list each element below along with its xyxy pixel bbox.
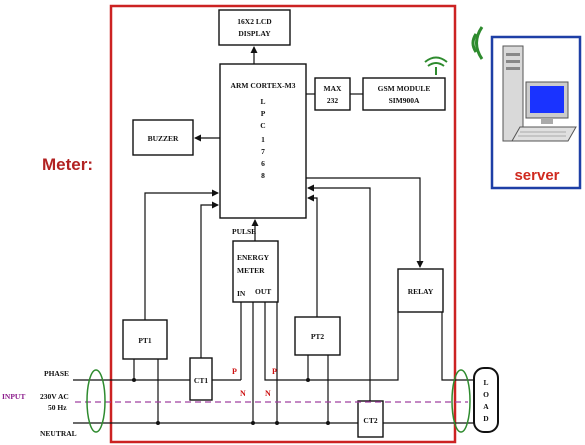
gsm-label-1: GSM MODULE bbox=[378, 84, 431, 93]
server-label: server bbox=[514, 167, 559, 184]
lpc-digit-3: 6 bbox=[261, 159, 265, 168]
input-ellipse bbox=[86, 369, 106, 433]
computer-icon bbox=[502, 45, 577, 142]
meter-enclosure bbox=[109, 4, 457, 444]
gsm-antenna-icon bbox=[424, 56, 448, 75]
max-label-1: MAX bbox=[324, 84, 342, 93]
load-letter-3: A bbox=[483, 402, 489, 411]
max-label-2: 232 bbox=[327, 96, 339, 105]
lcd-label-2: DISPLAY bbox=[238, 29, 271, 38]
buzzer-label: BUZZER bbox=[148, 134, 179, 143]
phase-tag-1: P bbox=[232, 367, 237, 376]
pt2-label: PT2 bbox=[311, 332, 325, 341]
load-ellipse bbox=[451, 369, 471, 433]
gsm-label-2: SIM900A bbox=[389, 96, 420, 105]
load-letter-4: D bbox=[483, 414, 489, 423]
buzzer-block bbox=[132, 119, 194, 156]
lcd-label-1: 16X2 LCD bbox=[237, 17, 272, 26]
lpc-letter-1: L bbox=[260, 97, 265, 106]
phase-label: PHASE bbox=[44, 369, 69, 378]
server-panel: server bbox=[490, 35, 582, 190]
ct2-block bbox=[357, 400, 384, 438]
pt2-block bbox=[294, 316, 341, 356]
lcd-display-block bbox=[218, 9, 291, 46]
neutral-tag-1: N bbox=[240, 389, 246, 398]
energy-meter-block bbox=[232, 240, 279, 303]
load-block bbox=[473, 367, 499, 433]
phase-tag-2: P bbox=[272, 367, 277, 376]
pulse-label: PULSE bbox=[232, 227, 256, 236]
max232-block bbox=[314, 77, 351, 111]
arm-controller-block bbox=[219, 63, 307, 219]
pt1-label: PT1 bbox=[138, 336, 152, 345]
ct1-label: CT1 bbox=[194, 376, 208, 385]
load-letter-1: L bbox=[483, 378, 488, 387]
energy-out-label: OUT bbox=[255, 287, 271, 296]
energy-label-2: METER bbox=[237, 266, 265, 275]
neutral-label: NEUTRAL bbox=[40, 429, 77, 438]
pt1-block bbox=[122, 319, 168, 360]
neutral-tag-2: N bbox=[265, 389, 271, 398]
relay-label: RELAY bbox=[408, 287, 434, 296]
meter-label: Meter: bbox=[42, 155, 93, 174]
lpc-digit-2: 7 bbox=[261, 147, 265, 156]
ct2-label: CT2 bbox=[363, 416, 377, 425]
voltage-label: 230V AC bbox=[40, 392, 69, 401]
connections bbox=[73, 46, 474, 425]
server-wireless-icon bbox=[471, 26, 484, 60]
lpc-letter-3: C bbox=[260, 121, 265, 130]
relay-block bbox=[397, 268, 444, 313]
lpc-digit-1: 1 bbox=[261, 135, 265, 144]
frequency-label: 50 Hz bbox=[48, 403, 67, 412]
gsm-module-block bbox=[362, 77, 446, 111]
load-letter-2: O bbox=[483, 390, 489, 399]
arm-label: ARM CORTEX-M3 bbox=[231, 81, 296, 90]
energy-label-1: ENERGY bbox=[237, 253, 270, 262]
energy-in-label: IN bbox=[237, 289, 246, 298]
lpc-letter-2: P bbox=[261, 109, 266, 118]
lpc-digit-4: 8 bbox=[261, 171, 265, 180]
input-label: INPUT bbox=[2, 392, 25, 401]
